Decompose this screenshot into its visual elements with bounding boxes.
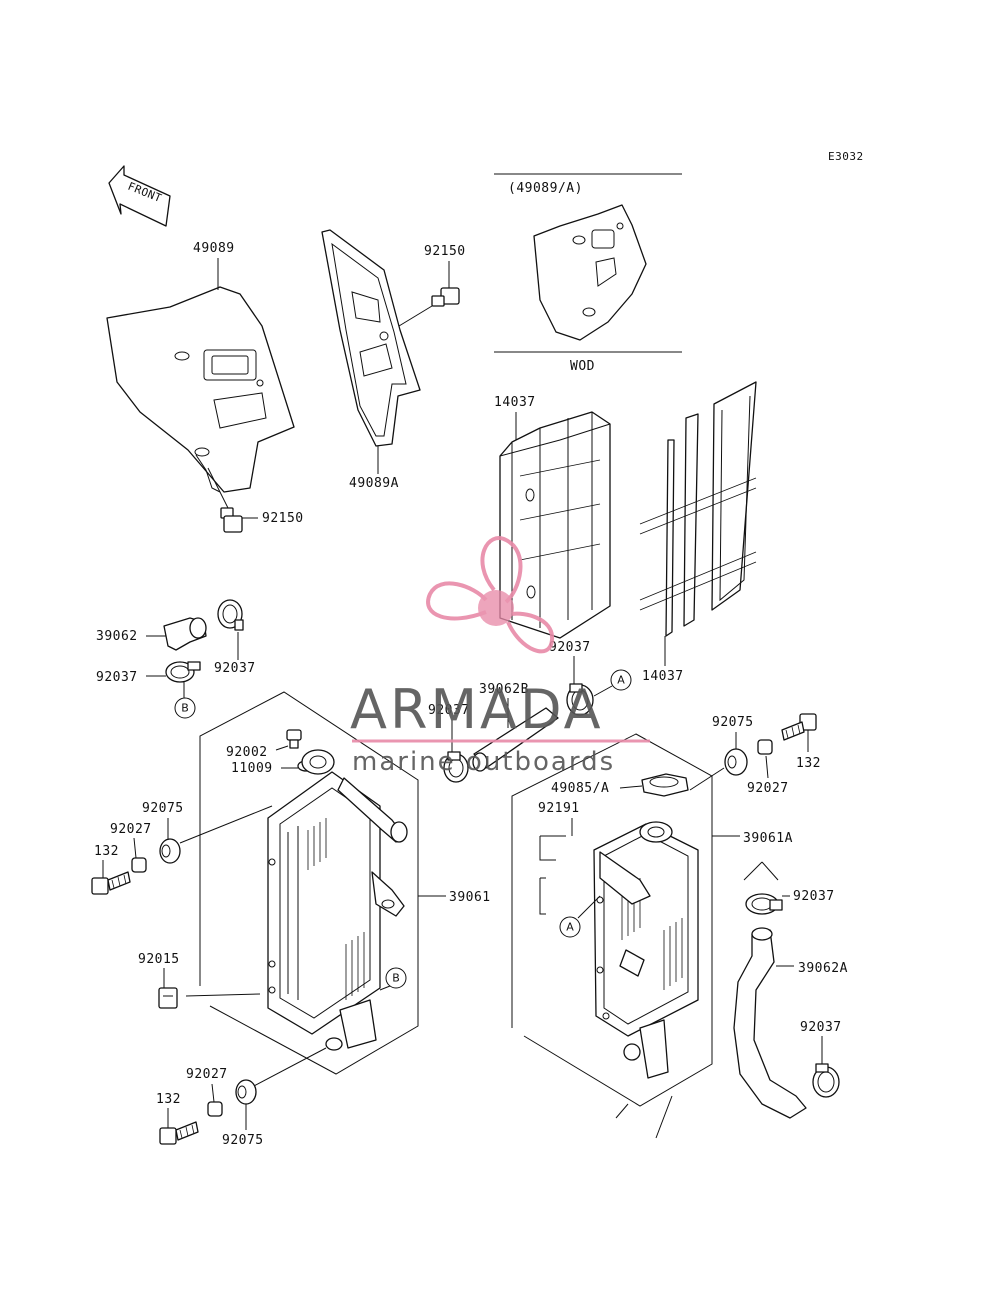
label-14037-a: 14037: [494, 395, 536, 410]
label-49089a: 49089A: [349, 476, 399, 491]
clamp-92037-e: [745, 893, 783, 915]
radiator-right-frame: [511, 733, 713, 1107]
label-92037-a: 92037: [214, 661, 256, 676]
label-39062a: 39062A: [798, 961, 848, 976]
label-92027-b: 92027: [186, 1067, 228, 1082]
label-92075-a: 92075: [142, 801, 184, 816]
radiator-shroud-a: [321, 229, 421, 447]
label-49089: 49089: [193, 241, 235, 256]
callout-a-top: A: [593, 669, 632, 697]
collar-92027-c: [757, 739, 773, 755]
label-132-a: 132: [94, 844, 119, 859]
label-92075-b: 92075: [222, 1133, 264, 1148]
label-39062b: 39062B: [479, 682, 529, 697]
clamp-92037-a: [217, 599, 244, 631]
label-39062: 39062: [96, 629, 138, 644]
radiator-39061a: [593, 821, 699, 1079]
label-92150-bottom: 92150: [262, 511, 304, 526]
collar-92027-a: [131, 857, 147, 873]
hose-39062b: [472, 707, 559, 772]
callout-b-top: B: [174, 682, 196, 719]
label-92075-c: 92075: [712, 715, 754, 730]
watermark-brand: ARMADA: [350, 678, 604, 741]
front-arrow-icon: FRONT: [108, 165, 171, 227]
svg-text:B: B: [392, 972, 400, 985]
radiator-louver-b: [639, 381, 757, 637]
label-14037-b: 14037: [642, 669, 684, 684]
variant-box: (49089/A) WOD: [494, 173, 682, 374]
clip-92015: [158, 987, 178, 1009]
tube-92191: [539, 835, 566, 915]
label-92002: 92002: [226, 745, 268, 760]
label-92037-e: 92037: [793, 889, 835, 904]
diagram-code: E3032: [828, 150, 864, 163]
clamp-92037-c: [566, 683, 594, 716]
callout-b-radiator: B: [379, 967, 407, 991]
watermark-tagline: marine outboards: [352, 747, 615, 777]
bolt-132-b: [159, 1121, 199, 1145]
bolt-92150-top: [398, 287, 460, 327]
clamp-92037-f: [812, 1063, 840, 1098]
callout-a-radiator: A: [559, 895, 601, 938]
radiator-39061: [267, 749, 408, 1051]
label-132-c: 132: [796, 756, 821, 771]
label-92037-f: 92037: [800, 1020, 842, 1035]
clamp-92037-d: [443, 751, 469, 783]
label-92037-d: 92037: [428, 703, 470, 718]
hose-39062a: [733, 927, 807, 1119]
grommet-92075-c: [724, 748, 748, 776]
label-92015: 92015: [138, 952, 180, 967]
label-92027-c: 92027: [747, 781, 789, 796]
label-132-b: 132: [156, 1092, 181, 1107]
drain-plug-92002: [286, 729, 302, 749]
hose-39062: [163, 617, 207, 651]
variant-label: WOD: [570, 359, 595, 374]
label-92037-c: 92037: [549, 640, 591, 655]
bolt-132-a: [91, 871, 131, 895]
label-92191: 92191: [538, 801, 580, 816]
radiator-louver: [499, 411, 611, 639]
svg-text:A: A: [566, 921, 574, 934]
radiator-cap-49085a: [641, 773, 689, 797]
bolt-132-c: [781, 713, 817, 741]
grommet-92075-a: [159, 838, 181, 864]
grommet-92075-b: [235, 1079, 257, 1105]
armada-watermark-logo: ARMADA marine outboards: [350, 536, 650, 777]
radiator-shroud: [106, 286, 295, 493]
propeller-logo-icon: [426, 536, 555, 654]
collar-92027-b: [207, 1101, 223, 1117]
label-11009: 11009: [231, 761, 273, 776]
label-92027-a: 92027: [110, 822, 152, 837]
svg-text:B: B: [181, 702, 189, 715]
label-39061: 39061: [449, 890, 491, 905]
label-92150-top: 92150: [424, 244, 466, 259]
variant-title: (49089/A): [508, 181, 583, 196]
clamp-92037-b: [165, 661, 201, 683]
label-39061a: 39061A: [743, 831, 793, 846]
label-92037-b: 92037: [96, 670, 138, 685]
label-49085a: 49085/A: [551, 781, 609, 796]
shroud-variant: [533, 204, 647, 341]
bolt-92150-bottom: [207, 467, 243, 533]
radiator-left-frame: [199, 691, 419, 1075]
svg-text:A: A: [617, 674, 625, 687]
